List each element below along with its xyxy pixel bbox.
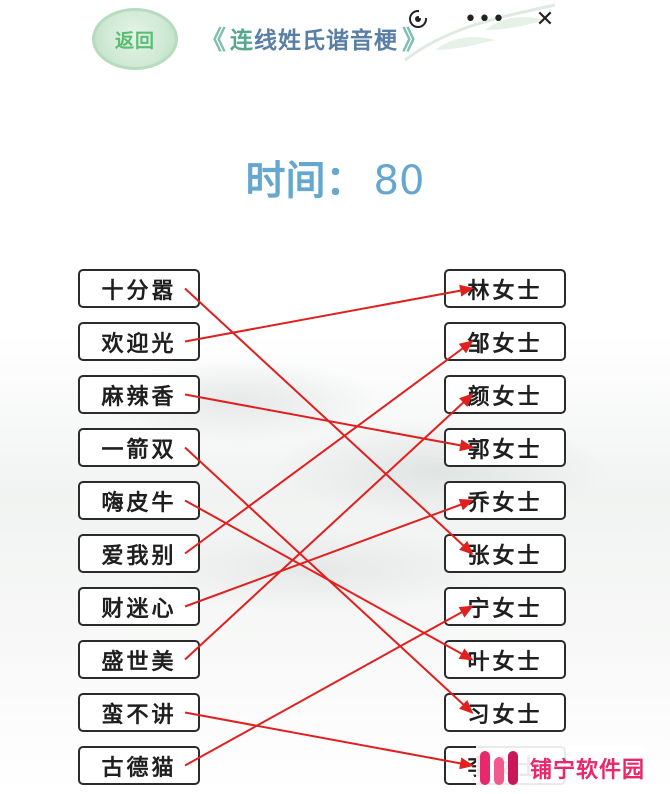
capsule-icon — [409, 8, 429, 28]
surname-card[interactable]: 习女士 — [444, 693, 566, 732]
title-text: 连线姓氏谐音梗 — [226, 21, 402, 55]
phrase-card[interactable]: 蛮不讲 — [78, 693, 200, 732]
background-mist — [60, 320, 620, 620]
miniprogram-menu-icon[interactable] — [403, 4, 433, 34]
surname-card[interactable]: 宁女士 — [444, 587, 566, 626]
watermark-logo-icon — [480, 751, 518, 785]
page-title: 《 连线姓氏谐音梗 》 — [200, 18, 428, 58]
watermark-text: 铺宁软件园 — [530, 758, 646, 783]
more-dots-icon[interactable]: ••• — [464, 6, 506, 32]
surname-card[interactable]: 林女士 — [444, 269, 566, 308]
title-left-arrow: 《 — [200, 25, 227, 56]
title-rest: 线姓氏谐音梗 — [254, 28, 399, 54]
phrase-card[interactable]: 爱我别 — [78, 534, 200, 573]
title-first-char: 连 — [230, 28, 255, 54]
connection-line — [184, 711, 474, 770]
bamboo-leaf-decoration — [404, 3, 556, 62]
surname-card[interactable]: 颜女士 — [444, 375, 566, 414]
phrase-card[interactable]: 十分嚣 — [78, 269, 200, 308]
phrase-card[interactable]: 古德猫 — [78, 746, 200, 785]
back-button[interactable]: 返回 — [92, 8, 178, 70]
surname-card[interactable]: 张女士 — [444, 534, 566, 573]
surname-card[interactable]: 叶女士 — [444, 640, 566, 679]
phrase-card[interactable]: 盛世美 — [78, 640, 200, 679]
timer: 时间：80 — [0, 148, 670, 206]
phrase-card[interactable]: 一箭双 — [78, 428, 200, 467]
timer-label: 时间： — [245, 158, 366, 204]
phrase-card[interactable]: 麻辣香 — [78, 375, 200, 414]
connection-line — [184, 605, 474, 767]
site-watermark: 铺宁软件园 — [476, 746, 646, 790]
back-button-label: 返回 — [114, 29, 155, 52]
surname-card[interactable]: 乔女士 — [444, 481, 566, 520]
surname-card[interactable]: 郭女士 — [444, 428, 566, 467]
phrase-card[interactable]: 欢迎光 — [78, 322, 200, 361]
close-icon[interactable]: ✕ — [535, 6, 555, 32]
surname-card[interactable]: 邹女士 — [444, 322, 566, 361]
phrase-card[interactable]: 财迷心 — [78, 587, 200, 626]
timer-value: 80 — [373, 158, 425, 204]
title-right-arrow: 》 — [402, 25, 429, 56]
phrase-card[interactable]: 嗨皮牛 — [78, 481, 200, 520]
